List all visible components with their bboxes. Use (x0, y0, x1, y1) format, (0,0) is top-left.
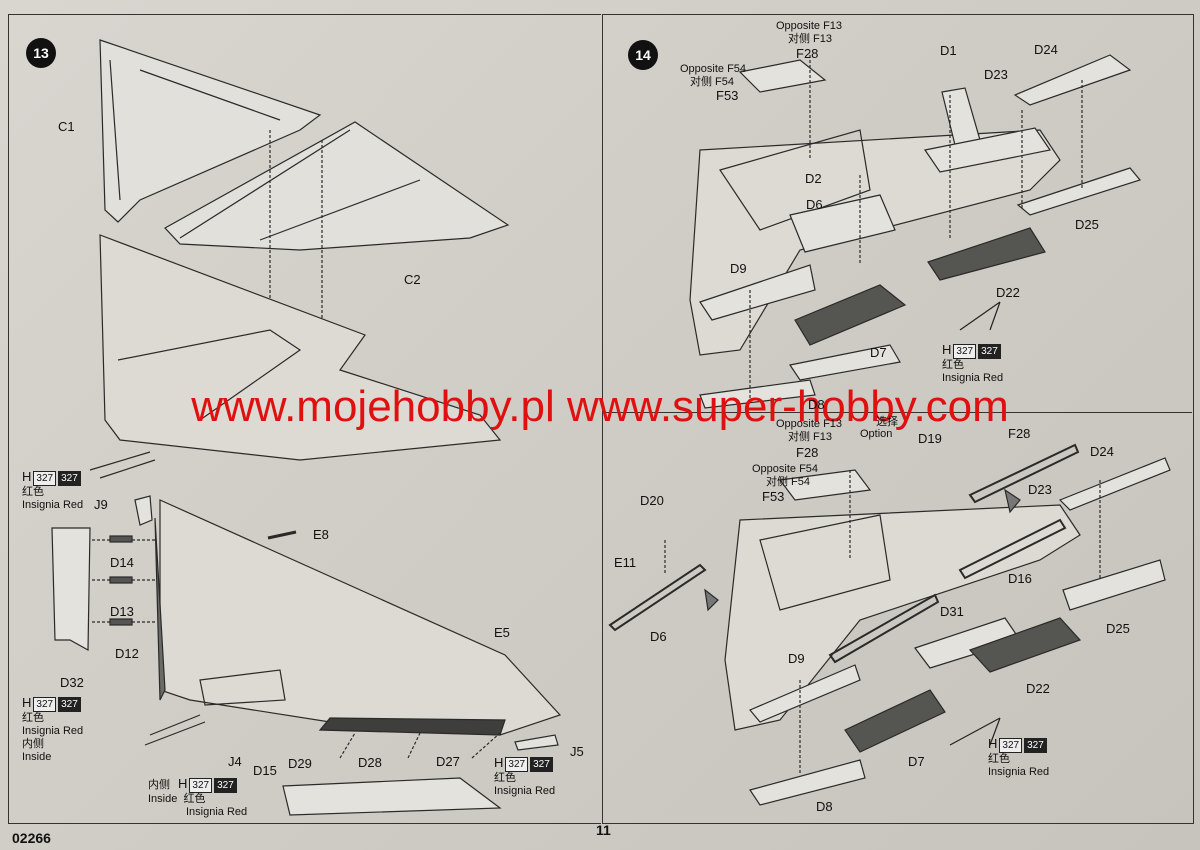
label-opposite-f54-cn-bottom: 对侧 F54 (766, 476, 811, 488)
label-opposite-f54-cn-top: 对侧 F54 (690, 76, 735, 88)
label-option-cn: 选择 (876, 416, 898, 428)
upper-wing-c1 (99, 39, 322, 223)
label-f28-top: F28 (796, 46, 819, 61)
label-e5: E5 (494, 625, 510, 640)
label-d8-bottom: D8 (816, 799, 833, 814)
label-d31: D31 (940, 604, 964, 619)
label-f28-bottom-b: F28 (796, 445, 819, 460)
watermark: www.mojehobby.pl www.super-hobby.com (191, 382, 1009, 431)
label-d13: D13 (110, 604, 134, 619)
label-j4: J4 (228, 754, 242, 769)
wing-part-c2 (164, 121, 510, 251)
label-d22-bottom: D22 (1026, 681, 1050, 696)
label-d25-bottom: D25 (1106, 621, 1130, 636)
label-j9: J9 (94, 497, 108, 512)
label-d2-top: D2 (805, 171, 822, 186)
label-d7-top: D7 (870, 345, 887, 360)
page-number: 11 (596, 822, 611, 838)
label-f28-bottom-a: F28 (1008, 426, 1031, 441)
label-d8-top: D8 (808, 397, 825, 412)
lower-wing (159, 499, 562, 736)
label-e11: E11 (614, 555, 637, 570)
aileron-d32 (51, 527, 91, 652)
label-opposite-f13-top: Opposite F13 (776, 20, 843, 32)
product-code: 02266 (12, 830, 51, 846)
fuselage-bottom (724, 504, 1081, 731)
label-opposite-f13-cn-top: 对侧 F13 (788, 33, 833, 45)
label-d14: D14 (110, 555, 134, 570)
label-opposite-f13-bottom: Opposite F13 (776, 418, 843, 430)
label-d1-top: D1 (940, 43, 957, 58)
label-d29: D29 (288, 756, 312, 771)
label-d22-top: D22 (996, 285, 1020, 300)
label-opposite-f54-top: Opposite F54 (680, 63, 747, 75)
label-d28: D28 (358, 755, 382, 770)
label-opposite-f54-bottom: Opposite F54 (752, 463, 819, 475)
label-d24-bottom: D24 (1090, 444, 1114, 459)
step-14-frame (602, 14, 1194, 824)
label-c1: C1 (58, 119, 75, 134)
label-d32: D32 (60, 675, 84, 690)
label-d6-bottom: D6 (650, 629, 667, 644)
label-c2: C2 (404, 272, 421, 287)
step-14-badge: 14 (628, 40, 658, 70)
label-d23-top: D23 (984, 67, 1008, 82)
mid-wing (99, 234, 502, 461)
label-d6-top: D6 (806, 197, 823, 212)
label-d9-top: D9 (730, 261, 747, 276)
label-d15: D15 (253, 763, 277, 778)
label-j5: J5 (570, 744, 584, 759)
label-d9-bottom: D9 (788, 651, 805, 666)
label-d20: D20 (640, 493, 664, 508)
label-e8: E8 (313, 527, 329, 542)
label-d24-top: D24 (1034, 42, 1058, 57)
step-13-frame (8, 14, 601, 824)
label-d12: D12 (115, 646, 139, 661)
step-14-divider (602, 412, 1192, 413)
label-d27: D27 (436, 754, 460, 769)
label-option: Option (860, 428, 893, 440)
label-d7-bottom: D7 (908, 754, 925, 769)
label-d23-bottom: D23 (1028, 482, 1052, 497)
label-f53-top: F53 (716, 88, 739, 103)
label-opposite-f13-cn-bottom: 对侧 F13 (788, 431, 833, 443)
label-d16: D16 (1008, 571, 1032, 586)
label-d19: D19 (918, 431, 942, 446)
fuselage-top (689, 129, 1061, 356)
label-f53-bottom: F53 (762, 489, 785, 504)
step-13-badge: 13 (26, 38, 56, 68)
label-d25-top: D25 (1075, 217, 1099, 232)
